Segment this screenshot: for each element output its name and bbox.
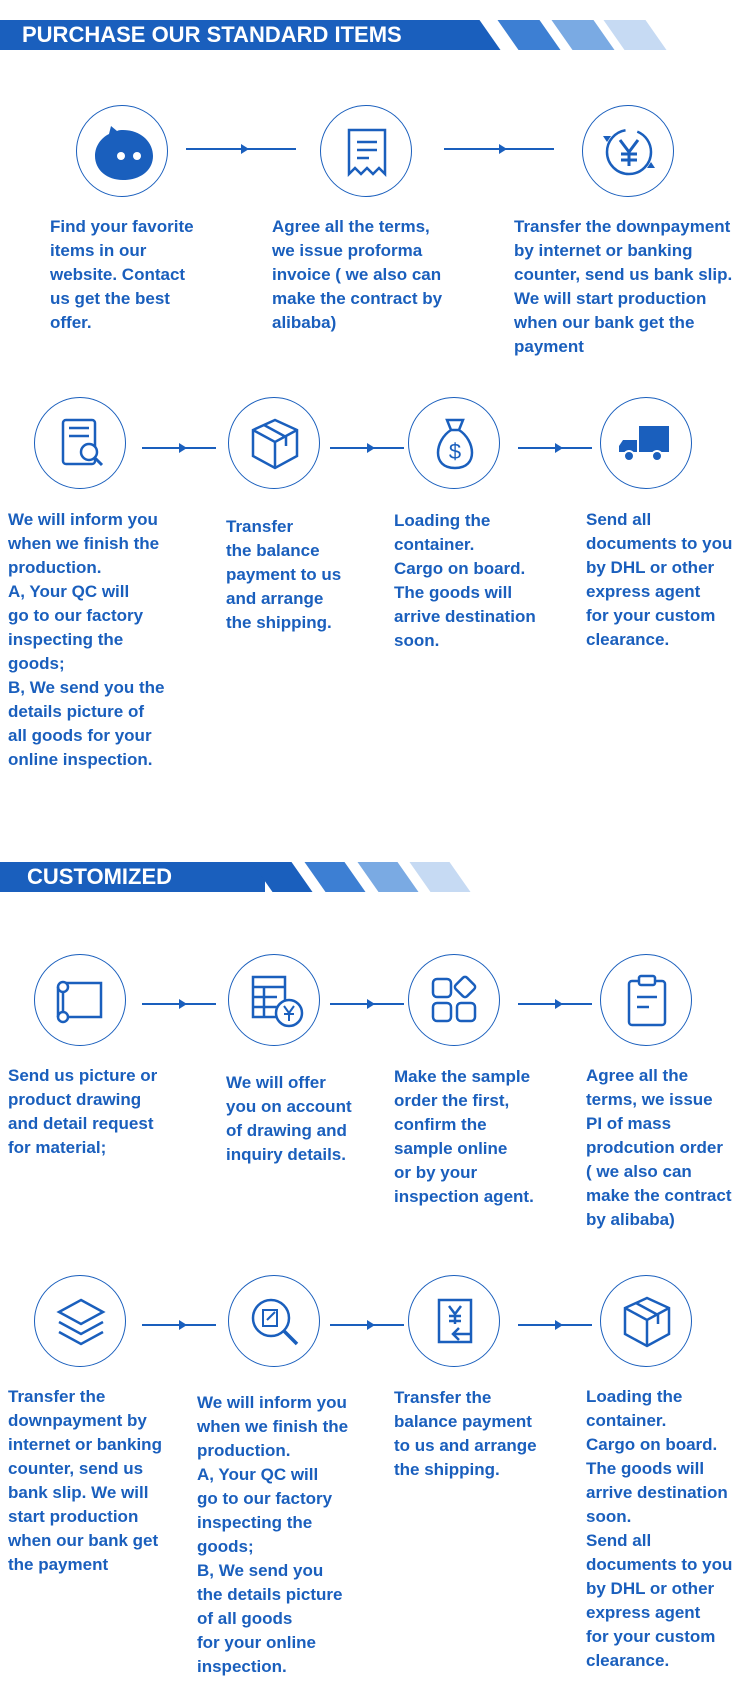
flow-arrow <box>518 442 592 454</box>
magnifier-document-icon <box>228 1275 320 1367</box>
banner-stripe <box>409 862 471 892</box>
calculator-yen-icon <box>228 954 320 1046</box>
money-bag-icon: $ <box>408 397 500 489</box>
section-title: PURCHASE OUR STANDARD ITEMS <box>0 20 460 50</box>
banner-stripe <box>551 20 615 50</box>
flow-arrow <box>330 998 404 1010</box>
delivery-truck-icon <box>600 397 692 489</box>
flow-arrow <box>330 442 404 454</box>
banner-stripe <box>357 862 419 892</box>
step-text: Agree all the terms, we issue proforma i… <box>272 217 443 332</box>
section-title: CUSTOMIZED <box>0 862 265 892</box>
yen-exchange-icon <box>582 105 674 197</box>
flow-arrow <box>518 1319 592 1331</box>
step-text: Send all documents to you by DHL or othe… <box>586 510 733 649</box>
drawing-scroll-icon <box>34 954 126 1046</box>
step-text: Transfer the downpayment by internet or … <box>8 1387 162 1574</box>
document-search-icon <box>34 397 126 489</box>
step-text: Transfer the balance payment to us and a… <box>226 517 342 632</box>
banner-stripe <box>497 20 561 50</box>
flow-arrow <box>518 998 592 1010</box>
step-text: Loading the container. Cargo on board. T… <box>394 511 536 650</box>
yen-receipt-icon <box>408 1275 500 1367</box>
step-text: Send us picture or product drawing and d… <box>8 1066 158 1157</box>
flow-arrow <box>444 143 554 155</box>
step-text: Transfer the balance payment to us and a… <box>394 1388 537 1479</box>
svg-text:$: $ <box>449 439 461 464</box>
flow-arrow <box>186 143 296 155</box>
step-text: We will offer you on account of drawing … <box>226 1073 352 1164</box>
flow-arrow <box>142 442 216 454</box>
step-text: Loading the container. Cargo on board. T… <box>586 1387 733 1670</box>
step-text: Find your favorite items in our website.… <box>50 217 194 332</box>
section-banner-standard: PURCHASE OUR STANDARD ITEMS <box>0 20 680 50</box>
step-text: Make the sample order the first, confirm… <box>394 1067 534 1206</box>
banner-stripe <box>304 862 366 892</box>
flow-arrow <box>142 998 216 1010</box>
step-text: We will inform you when we finish the pr… <box>197 1393 349 1676</box>
step-text: Agree all the terms, we issue PI of mass… <box>586 1066 732 1229</box>
sample-grid-icon <box>408 954 500 1046</box>
clipboard-icon <box>600 954 692 1046</box>
section-banner-customized: CUSTOMIZED <box>0 862 471 892</box>
banner-stripe <box>603 20 667 50</box>
invoice-receipt-icon <box>320 105 412 197</box>
chat-bubble-icon <box>76 105 168 197</box>
package-box-icon <box>228 397 320 489</box>
layers-icon <box>34 1275 126 1367</box>
flow-arrow <box>142 1319 216 1331</box>
step-text: Transfer the downpayment by internet or … <box>514 217 733 356</box>
step-text: We will inform you when we finish the pr… <box>8 510 165 769</box>
box-icon <box>600 1275 692 1367</box>
flow-arrow <box>330 1319 404 1331</box>
